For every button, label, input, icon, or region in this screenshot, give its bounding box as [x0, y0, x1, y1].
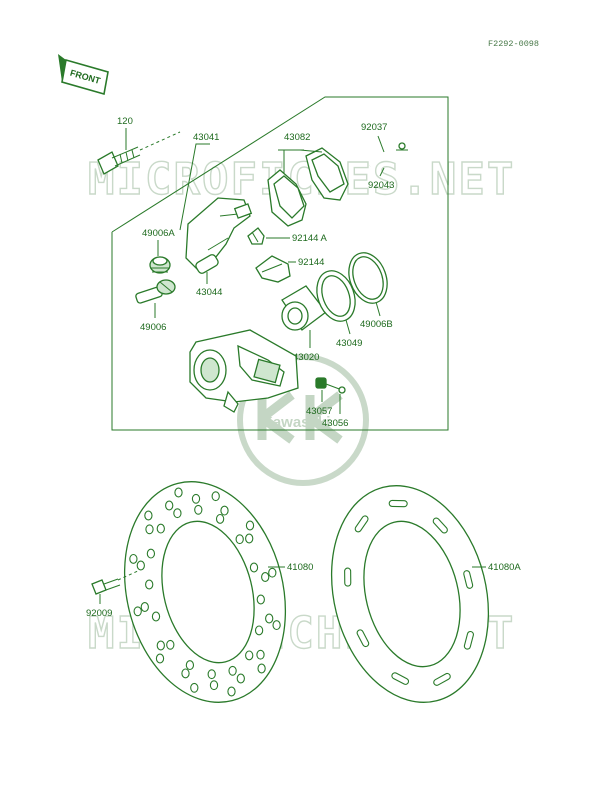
disc-hole [151, 611, 161, 622]
callout-43056: 43056 [322, 418, 348, 429]
disc-hole [145, 524, 154, 535]
disc-hole [185, 660, 195, 671]
bolt-120-icon [97, 146, 141, 175]
seal-49006B-icon [348, 252, 388, 304]
disc-hole [227, 686, 236, 697]
callout-43049: 43049 [336, 338, 362, 349]
disc-hole [215, 513, 225, 524]
disc-hole [190, 682, 199, 693]
callout-43057: 43057 [306, 406, 332, 417]
disc-hole [235, 534, 244, 545]
boot-49006A-icon [149, 256, 171, 274]
callout-43044: 43044 [196, 287, 222, 298]
callout-92144A: 92144 A [292, 233, 328, 244]
disc-slot [388, 499, 408, 508]
disc-hole [228, 665, 237, 676]
callout-120: 120 [117, 116, 133, 127]
disc-hole [245, 533, 254, 544]
brake-disc-41080A-icon [330, 485, 490, 703]
disc-bolt-92009-icon [91, 578, 121, 595]
pin-49006-icon [135, 279, 176, 304]
disc-hole [256, 649, 265, 660]
disc-slot [463, 570, 474, 589]
disc-slot [354, 515, 369, 533]
piston-43020-icon [281, 285, 327, 331]
spring-92144-icon [255, 255, 291, 283]
watermark-logo-text: Kawasaki [262, 414, 330, 431]
disc-hole [155, 653, 165, 664]
clip-92144A-icon [247, 227, 265, 245]
disc-hole [174, 487, 183, 498]
disc-hole [181, 668, 190, 679]
disc-hole [140, 602, 149, 612]
callout-43020: 43020 [293, 352, 319, 363]
callout-41080A: 41080A [488, 562, 521, 573]
brake-disc-41080-icon [123, 481, 287, 703]
callout-49006A: 49006A [142, 228, 175, 239]
callout-92037: 92037 [361, 122, 387, 133]
disc-hole [133, 606, 142, 617]
disc-hole [254, 625, 264, 636]
disc-slot [432, 517, 448, 534]
disc-hole [166, 639, 175, 650]
callout-92043: 92043 [368, 180, 394, 191]
disc-hole [145, 579, 154, 590]
disc-hole [220, 505, 229, 516]
disc-slot [433, 672, 451, 686]
disc-hole [129, 553, 138, 564]
disc-hole [249, 562, 259, 573]
disc-hole [173, 508, 182, 519]
disc-hole [257, 663, 266, 674]
disc-slot [356, 629, 370, 648]
figure-code: F2292-0098 [488, 39, 539, 49]
callout-49006: 49006 [140, 322, 166, 333]
watermark-logo-icon [237, 354, 369, 486]
disc-hole [165, 500, 174, 511]
disc-hole [144, 510, 153, 521]
disc-slot [463, 630, 474, 650]
callout-43041: 43041 [193, 132, 219, 143]
disc-hole [194, 504, 203, 515]
caliper-bracket-43041-icon [185, 197, 253, 271]
caliper-body-icon [189, 329, 299, 413]
pin-43044-icon [195, 237, 229, 274]
disc-hole [209, 680, 219, 691]
callout-92009: 92009 [86, 608, 112, 619]
disc-hole [245, 520, 255, 531]
callout-41080: 41080 [287, 562, 313, 573]
disc-hole [268, 567, 277, 578]
callout-92144: 92144 [298, 257, 324, 268]
disc-slot [391, 672, 410, 685]
disc-hole [156, 523, 165, 534]
brake-pads-43082-icon [267, 147, 349, 227]
disc-hole [236, 673, 245, 684]
disc-hole [136, 560, 145, 571]
disc-slot [344, 567, 352, 587]
pad-pin-92043-icon [369, 142, 408, 167]
caliper-group-frame [111, 96, 449, 431]
seal-43049-icon [316, 270, 356, 322]
disc-hole [265, 613, 274, 624]
disc-hole [256, 594, 265, 605]
disc-hole [146, 548, 156, 559]
disc-hole [272, 620, 281, 631]
disc-hole [211, 491, 220, 502]
disc-hole [207, 669, 216, 680]
callout-49006B: 49006B [360, 319, 393, 330]
disc-hole [245, 650, 254, 661]
disc-hole [191, 493, 201, 504]
callout-43082: 43082 [284, 132, 310, 143]
disc-hole [156, 640, 165, 651]
bleeder-valve-43057-icon [315, 377, 346, 394]
disc-hole [261, 572, 270, 582]
front-arrow-icon: FRONT [58, 54, 109, 96]
